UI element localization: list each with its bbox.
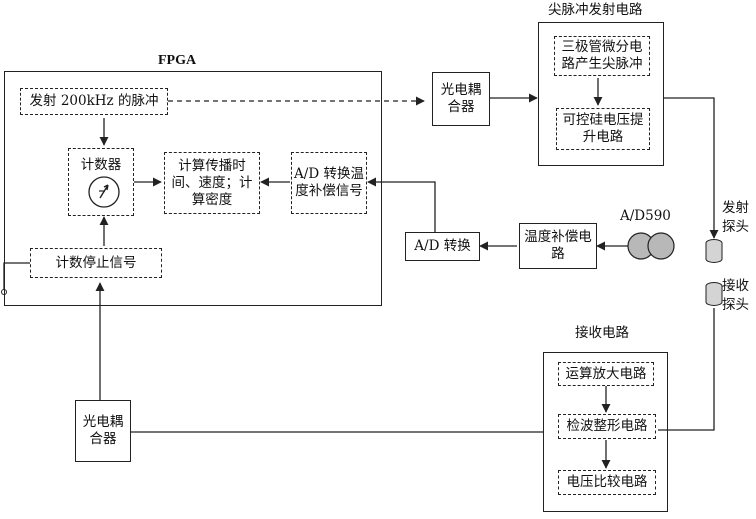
- scr-box: 可控硅电压提升电路: [556, 108, 650, 150]
- fpga-container: [4, 71, 382, 306]
- scr-label: 可控硅电压提升电路: [562, 112, 644, 145]
- optocoupler-top-label: 光电耦合器: [440, 82, 482, 115]
- compute-box: 计算传播时间、速度；计算密度: [164, 152, 260, 214]
- fpga-title: FPGA: [158, 53, 197, 68]
- temp-comp-box: 温度补偿电路: [519, 223, 597, 269]
- compute-label: 计算传播时间、速度；计算密度: [171, 157, 253, 208]
- temp-comp-label: 温度补偿电路: [524, 229, 592, 262]
- counter-box: 计数器: [68, 148, 134, 216]
- ad-convert-label: A/D 转换: [414, 238, 471, 254]
- optocoupler-bottom-label: 光电耦合器: [82, 414, 124, 447]
- detector-box: 检波整形电路: [558, 414, 656, 439]
- differential-label: 三极管微分电路产生尖脉冲: [561, 39, 643, 72]
- optocoupler-top-box: 光电耦合器: [432, 72, 490, 126]
- rx-probe-label: 接收探头: [722, 278, 749, 313]
- rx-probe-icon: [705, 282, 723, 306]
- tx-probe-label: 发射探头: [722, 200, 749, 235]
- detector-label: 检波整形电路: [566, 418, 648, 434]
- rx-circuit-title: 接收电路: [575, 325, 629, 341]
- counter-label: 计数器: [80, 157, 122, 173]
- emit-pulse-box: 发射 200kHz 的脉冲: [20, 88, 168, 115]
- stop-signal-label: 计数停止信号: [55, 254, 137, 271]
- rx-circuit-container: [543, 352, 668, 512]
- optocoupler-bottom-box: 光电耦合器: [75, 400, 131, 462]
- tx-probe-icon: [705, 239, 723, 263]
- sensor-label: A/D590: [620, 208, 671, 224]
- ad-comp-box: A/D 转换温度补偿信号: [291, 152, 367, 214]
- comparator-label: 电压比较电路: [566, 474, 648, 490]
- arrow-adconvert-to-adcomp: [367, 177, 436, 232]
- line-rx-probe-to-rx-circuit: [658, 308, 715, 431]
- pulse-circuit-title: 尖脉冲发射电路: [548, 2, 643, 18]
- amp-label: 运算放大电路: [565, 365, 647, 382]
- pulse-circuit-container: [538, 22, 664, 166]
- sensor-icon: [627, 232, 675, 260]
- line-pulse-circuit-to-tx-probe: [664, 97, 719, 239]
- ad-comp-label: A/D 转换温度补偿信号: [294, 166, 364, 199]
- emit-pulse-label: 发射 200kHz 的脉冲: [29, 93, 159, 109]
- counter-dial-icon: [88, 176, 120, 208]
- differential-box: 三极管微分电路产生尖脉冲: [554, 36, 650, 76]
- ad-convert-box: A/D 转换: [405, 232, 480, 261]
- amp-box: 运算放大电路: [558, 362, 654, 386]
- comparator-box: 电压比较电路: [558, 470, 656, 495]
- stop-signal-box: 计数停止信号: [30, 248, 162, 278]
